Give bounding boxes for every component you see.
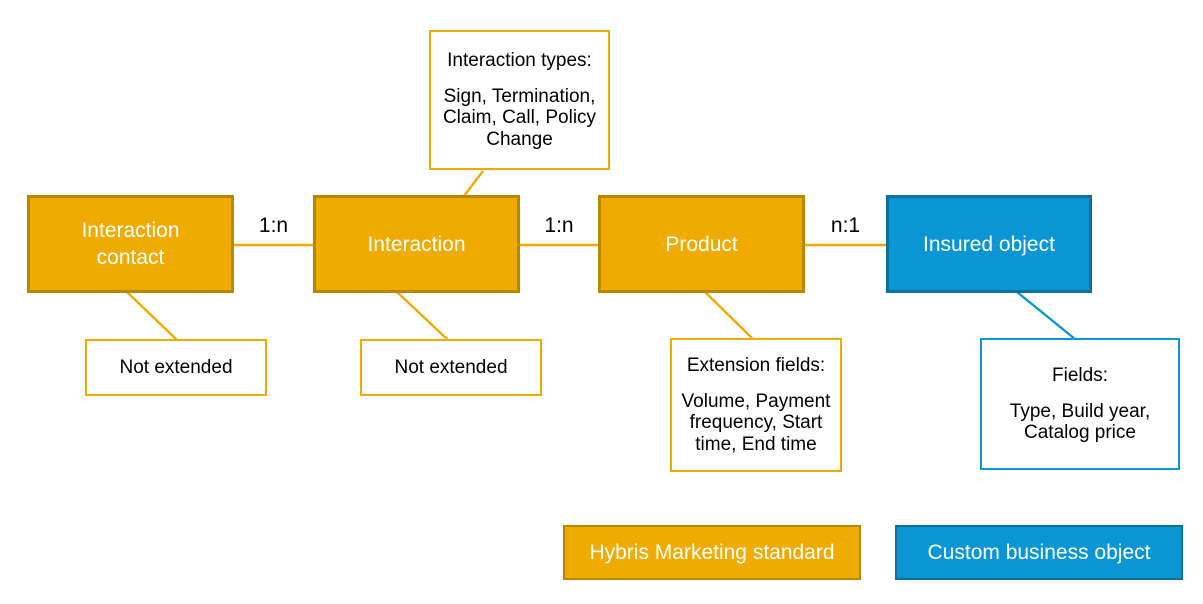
entity-label: Interaction	[367, 232, 466, 256]
note-body: Volume, Payment frequency, Start time, E…	[681, 390, 831, 455]
note-body: Not extended	[394, 356, 508, 378]
note-line-not-extended-contact	[126, 291, 178, 341]
entity-box-product: Product	[598, 195, 805, 293]
legend-hybris-marketing-standard: Hybris Marketing standard	[563, 525, 861, 580]
note-body: Sign, Termination, Claim, Call, Policy C…	[442, 85, 597, 150]
legend-label: Hybris Marketing standard	[589, 540, 835, 564]
note-title: Extension fields:	[686, 354, 826, 376]
note-interaction-types: Interaction types: Sign, Termination, Cl…	[429, 30, 610, 170]
note-title: Interaction types:	[447, 49, 592, 71]
note-not-extended-interaction: Not extended	[360, 339, 542, 396]
entity-box-insured-object: Insured object	[886, 195, 1092, 293]
relation-label-interaction-product: 1:n	[544, 214, 574, 237]
legend-custom-business-object: Custom business object	[895, 525, 1183, 580]
note-title: Fields:	[1052, 364, 1108, 386]
note-line-extension-fields	[704, 291, 754, 340]
note-line-fields-insured	[1016, 291, 1076, 340]
legend-label: Custom business object	[927, 540, 1151, 564]
entity-box-interaction-contact: Interaction contact	[27, 195, 234, 293]
entity-box-interaction: Interaction	[313, 195, 520, 293]
entity-label: Interaction contact	[81, 219, 180, 269]
note-body: Not extended	[119, 356, 233, 378]
entity-label: Insured object	[923, 232, 1055, 256]
relation-label-contact-interaction: 1:n	[258, 214, 289, 237]
relation-label-product-insured: n:1	[830, 214, 861, 237]
note-fields-insured-object: Fields: Type, Build year, Catalog price	[980, 338, 1180, 470]
note-body: Type, Build year, Catalog price	[1009, 400, 1151, 444]
note-line-not-extended-interaction	[396, 291, 449, 341]
note-line-interaction-types	[463, 170, 484, 197]
entity-label: Product	[665, 232, 738, 256]
note-not-extended-contact: Not extended	[85, 339, 267, 396]
note-extension-fields-product: Extension fields: Volume, Payment freque…	[670, 338, 842, 472]
